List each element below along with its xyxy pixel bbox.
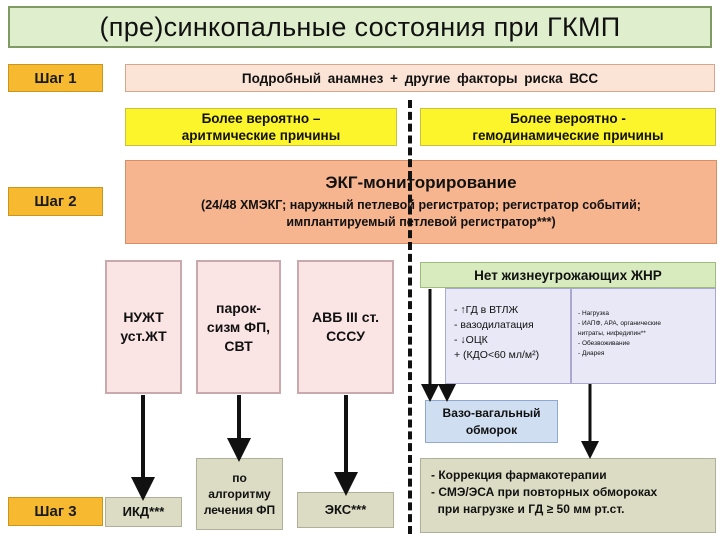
hemodynamic-branch: Более вероятно - гемодинамические причин… bbox=[420, 108, 716, 146]
arrhythmia-av-line-1: АВБ III ст. bbox=[311, 309, 380, 325]
therapy-correction-box: - Коррекция фармакотерапии - СМЭ/ЭСА при… bbox=[420, 458, 716, 533]
outcome-pacemaker: ЭКС*** bbox=[297, 492, 394, 528]
no-threat-text: Нет жизнеугрожающих ЖНР bbox=[474, 267, 662, 283]
provoking-factors-list: - Нагрузка - ИАПФ, АРА, органические нит… bbox=[578, 309, 661, 359]
ecg-title: ЭКГ-мониторирование bbox=[325, 173, 517, 192]
step-3-text: Шаг 3 bbox=[34, 503, 77, 520]
step-2-label: Шаг 2 bbox=[8, 187, 103, 216]
vasovagal-line-2: обморок bbox=[465, 422, 518, 437]
ecg-methods-line-2: имплантируемый петлевой регистратор***) bbox=[286, 215, 556, 229]
hemodynamic-branch-line-1: Более вероятно - bbox=[510, 111, 626, 126]
cause-low-volume: - ↓ОЦК bbox=[454, 334, 488, 346]
no-life-threatening-arrhythmia-box: Нет жизнеугрожающих ЖНР bbox=[420, 262, 716, 288]
provoking-factors-box: - Нагрузка - ИАПФ, АРА, органические нит… bbox=[571, 288, 716, 384]
cause-lvot-gradient: - ↑ГД в ВТЛЖ bbox=[454, 304, 519, 316]
arrhythmia-vt-line-1: НУЖТ bbox=[123, 309, 164, 325]
ecg-monitoring-box: ЭКГ-мониторирование (24/48 ХМЭКГ; наружн… bbox=[125, 160, 717, 244]
factor-exercise: - Нагрузка bbox=[578, 310, 610, 317]
outcome-af-algorithm: по алгоритму лечения ФП bbox=[196, 458, 283, 530]
therapy-list: - Коррекция фармакотерапии - СМЭ/ЭСА при… bbox=[421, 459, 657, 518]
step-2-text: Шаг 2 bbox=[34, 193, 77, 210]
ecg-methods-line-1: (24/48 ХМЭКГ; наружный петлевой регистра… bbox=[201, 198, 641, 212]
diagram-title: (пре)синкопальные состояния при ГКМП bbox=[8, 6, 712, 48]
factor-drugs-line-1: - ИАПФ, АРА, органические bbox=[578, 320, 661, 327]
therapy-line-2: - СМЭ/ЭСА при повторных обмороках bbox=[431, 485, 658, 499]
outcome-icd-text: ИКД*** bbox=[122, 504, 165, 519]
step-1-label: Шаг 1 bbox=[8, 64, 103, 92]
outcome-pacemaker-text: ЭКС*** bbox=[324, 502, 367, 517]
factor-drugs-line-2: нитраты, нифедипин** bbox=[578, 330, 646, 337]
factor-diarrhea: - Диарея bbox=[578, 350, 605, 357]
hemodynamic-branch-line-2: гемодинамические причины bbox=[472, 128, 664, 143]
cause-edv: + (КДО<60 мл/м²) bbox=[454, 349, 540, 361]
factor-dehydration: - Обезвоживание bbox=[578, 340, 630, 347]
cause-vasodilation: - вазодилатация bbox=[454, 319, 534, 331]
arrhythmic-branch: Более вероятно – аритмические причины bbox=[125, 108, 397, 146]
branch-divider bbox=[408, 100, 412, 534]
arrhythmia-av-line-2: СССУ bbox=[326, 328, 365, 344]
step-3-label: Шаг 3 bbox=[8, 497, 103, 526]
arrhythmia-vt-line-2: уст.ЖТ bbox=[120, 328, 167, 344]
outcome-af-line-1: по bbox=[232, 471, 247, 485]
arrhythmic-branch-line-1: Более вероятно – bbox=[201, 111, 321, 126]
outcome-af-line-3: лечения ФП bbox=[203, 503, 276, 517]
outcome-af-line-2: алгоритму bbox=[208, 487, 271, 501]
anamnesis-box: Подробный анамнез + другие факторы риска… bbox=[125, 64, 715, 92]
anamnesis-text: Подробный анамнез + другие факторы риска… bbox=[241, 70, 599, 86]
arrhythmia-box-vt: НУЖТ уст.ЖТ bbox=[105, 260, 182, 394]
step-1-text: Шаг 1 bbox=[34, 69, 77, 87]
diagram-title-text: (пре)синкопальные состояния при ГКМП bbox=[99, 11, 621, 42]
hemodynamic-causes-box: - ↑ГД в ВТЛЖ - вазодилатация - ↓ОЦК + (К… bbox=[445, 288, 571, 384]
arrhythmia-af-line-2: сизм ФП, bbox=[206, 318, 271, 335]
arrhythmia-box-av-block: АВБ III ст. СССУ bbox=[297, 260, 394, 394]
arrhythmic-branch-line-2: аритмические причины bbox=[181, 128, 341, 143]
arrhythmia-af-line-1: парок- bbox=[215, 299, 261, 316]
therapy-line-3: при нагрузке и ГД ≥ 50 мм рт.ст. bbox=[431, 502, 625, 516]
vasovagal-syncope-box: Вазо-вагальный обморок bbox=[425, 400, 558, 443]
hemodynamic-causes-list: - ↑ГД в ВТЛЖ - вазодилатация - ↓ОЦК + (К… bbox=[454, 303, 539, 363]
arrhythmia-box-af: парок- сизм ФП, СВТ bbox=[196, 260, 281, 394]
vasovagal-line-1: Вазо-вагальный bbox=[442, 405, 541, 420]
therapy-line-1: - Коррекция фармакотерапии bbox=[431, 468, 607, 482]
arrhythmia-af-line-3: СВТ bbox=[224, 337, 253, 354]
